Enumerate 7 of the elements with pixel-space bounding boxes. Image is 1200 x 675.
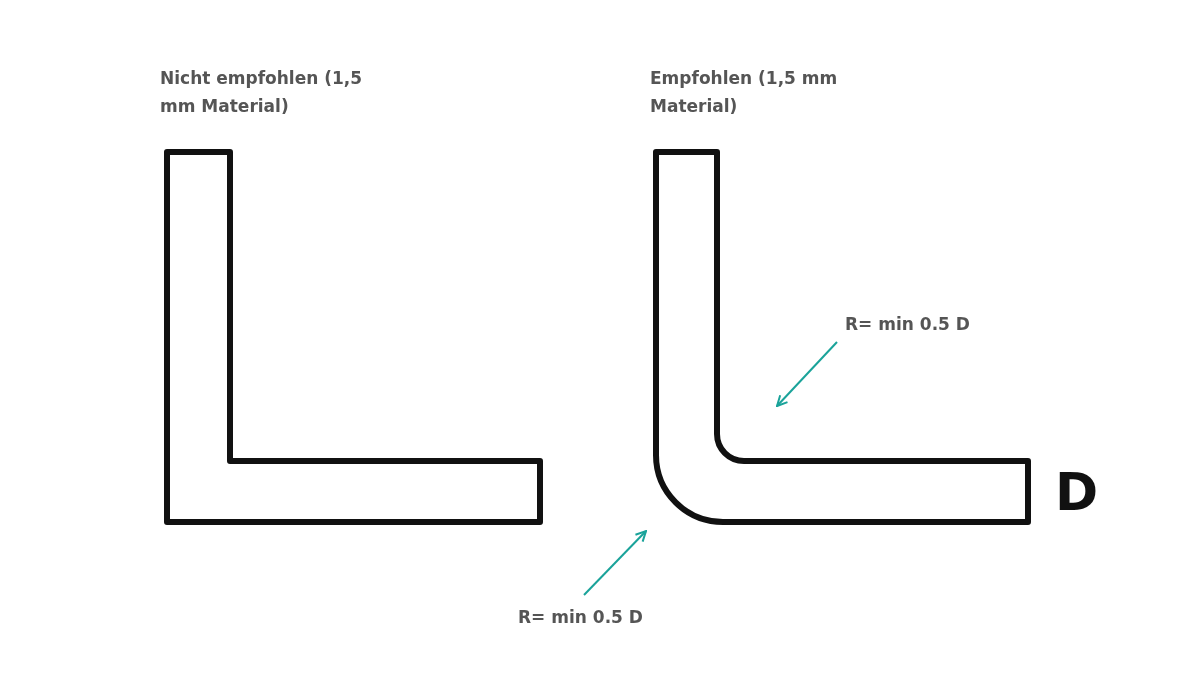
heading: Nicht empfohlen (1,5 mm Material) [160,67,364,118]
leader-arrow [776,341,838,407]
radius-label: R= min 0.5 D [845,314,970,334]
leader-arrow [583,530,647,596]
radius-label: R= min 0.5 D [518,607,643,627]
dimension-label: D [1055,466,1099,518]
heading: Empfohlen (1,5 mm Material) [650,67,839,118]
